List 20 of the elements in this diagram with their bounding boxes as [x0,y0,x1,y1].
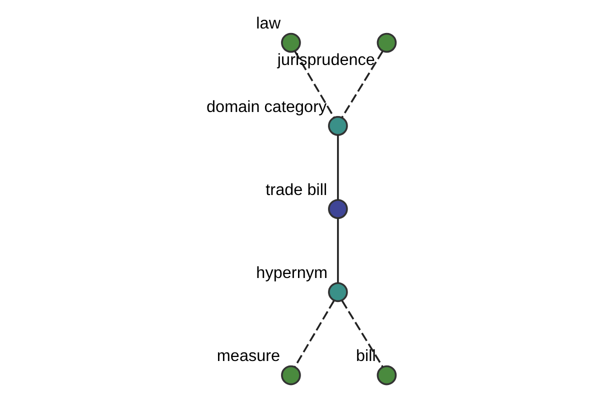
node-circle [376,32,397,53]
connector [337,218,339,283]
node-label: measure [216,347,280,366]
node-label: jurisprudence [277,50,375,69]
node-label: bill [356,347,376,366]
connector [294,50,335,118]
node-label: domain category [206,98,327,116]
connector [341,300,384,368]
node-label: trade bill [266,180,328,199]
connector [341,50,384,118]
node-circle [328,116,348,136]
node-circle [281,32,301,53]
node-circle [281,365,301,386]
connector [294,300,335,368]
node-label: law [256,14,281,33]
node-circle [328,199,348,219]
node-circle [328,282,348,302]
node-circle [376,365,397,386]
connector [337,135,339,200]
node-label: hypernym [256,264,328,282]
